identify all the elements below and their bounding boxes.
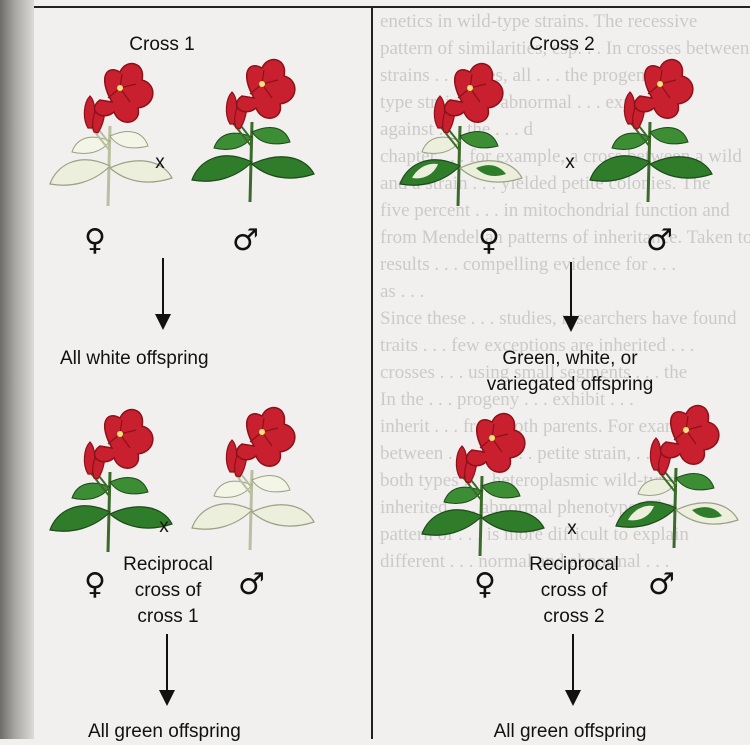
reciprocal2-down-arrow	[572, 634, 574, 692]
background-text-line: as . . .	[380, 278, 750, 305]
reciprocal2-female-symbol: ♀	[474, 570, 496, 600]
reciprocal1-label-line1: Reciprocal	[108, 552, 228, 578]
reciprocal1-label-line2: cross of	[108, 578, 228, 604]
reciprocal2-result: All green offspring	[470, 719, 670, 745]
cross1-cross-mark: x	[150, 150, 170, 176]
cross1-male-green-plant	[190, 52, 320, 212]
reciprocal2-cross-mark: x	[562, 516, 582, 542]
reciprocal2-label-line2: cross of	[514, 578, 634, 604]
cross1-down-arrow	[162, 258, 164, 316]
reciprocal2-female-green-plant	[420, 406, 550, 566]
cross1-male-symbol: ♂	[232, 226, 259, 256]
cross2-female-variegated-plant	[398, 56, 528, 216]
cross2-cross-mark: x	[560, 150, 580, 176]
cross1-result: All white offspring	[60, 346, 270, 372]
cross2-result-line2: variegated offspring	[460, 372, 680, 398]
reciprocal1-cross-mark: x	[154, 514, 174, 540]
reciprocal2-male-variegated-plant	[614, 398, 744, 558]
reciprocal1-label-line3: cross 1	[108, 604, 228, 630]
top-border-line	[34, 6, 750, 8]
reciprocal1-down-arrow	[166, 634, 168, 692]
panel-divider-line	[371, 6, 373, 739]
background-text-line: enetics in wild-type strains. The recess…	[380, 8, 750, 35]
cross1-female-white-plant	[48, 56, 178, 216]
reciprocal2-label-line3: cross 2	[514, 604, 634, 630]
reciprocal2-label-line1: Reciprocal	[514, 552, 634, 578]
book-gutter-shadow	[0, 0, 34, 739]
reciprocal1-female-symbol: ♀	[84, 570, 106, 600]
cross2-male-green-plant	[588, 52, 718, 212]
cross1-female-symbol: ♀	[84, 226, 106, 256]
background-text-line: from Mendelian patterns of inheritance. …	[380, 224, 750, 251]
background-text-line: results . . . compelling evidence for . …	[380, 251, 750, 278]
cross2-result-line1: Green, white, or	[470, 346, 670, 372]
cross2-male-symbol: ♂	[646, 226, 673, 256]
reciprocal1-male-symbol: ♂	[238, 570, 265, 600]
cross2-down-arrow	[570, 262, 572, 318]
reciprocal1-male-white-plant	[190, 400, 320, 560]
reciprocal1-result: All green offspring	[88, 719, 288, 745]
reciprocal2-male-symbol: ♂	[648, 570, 675, 600]
cross2-female-symbol: ♀	[478, 226, 500, 256]
